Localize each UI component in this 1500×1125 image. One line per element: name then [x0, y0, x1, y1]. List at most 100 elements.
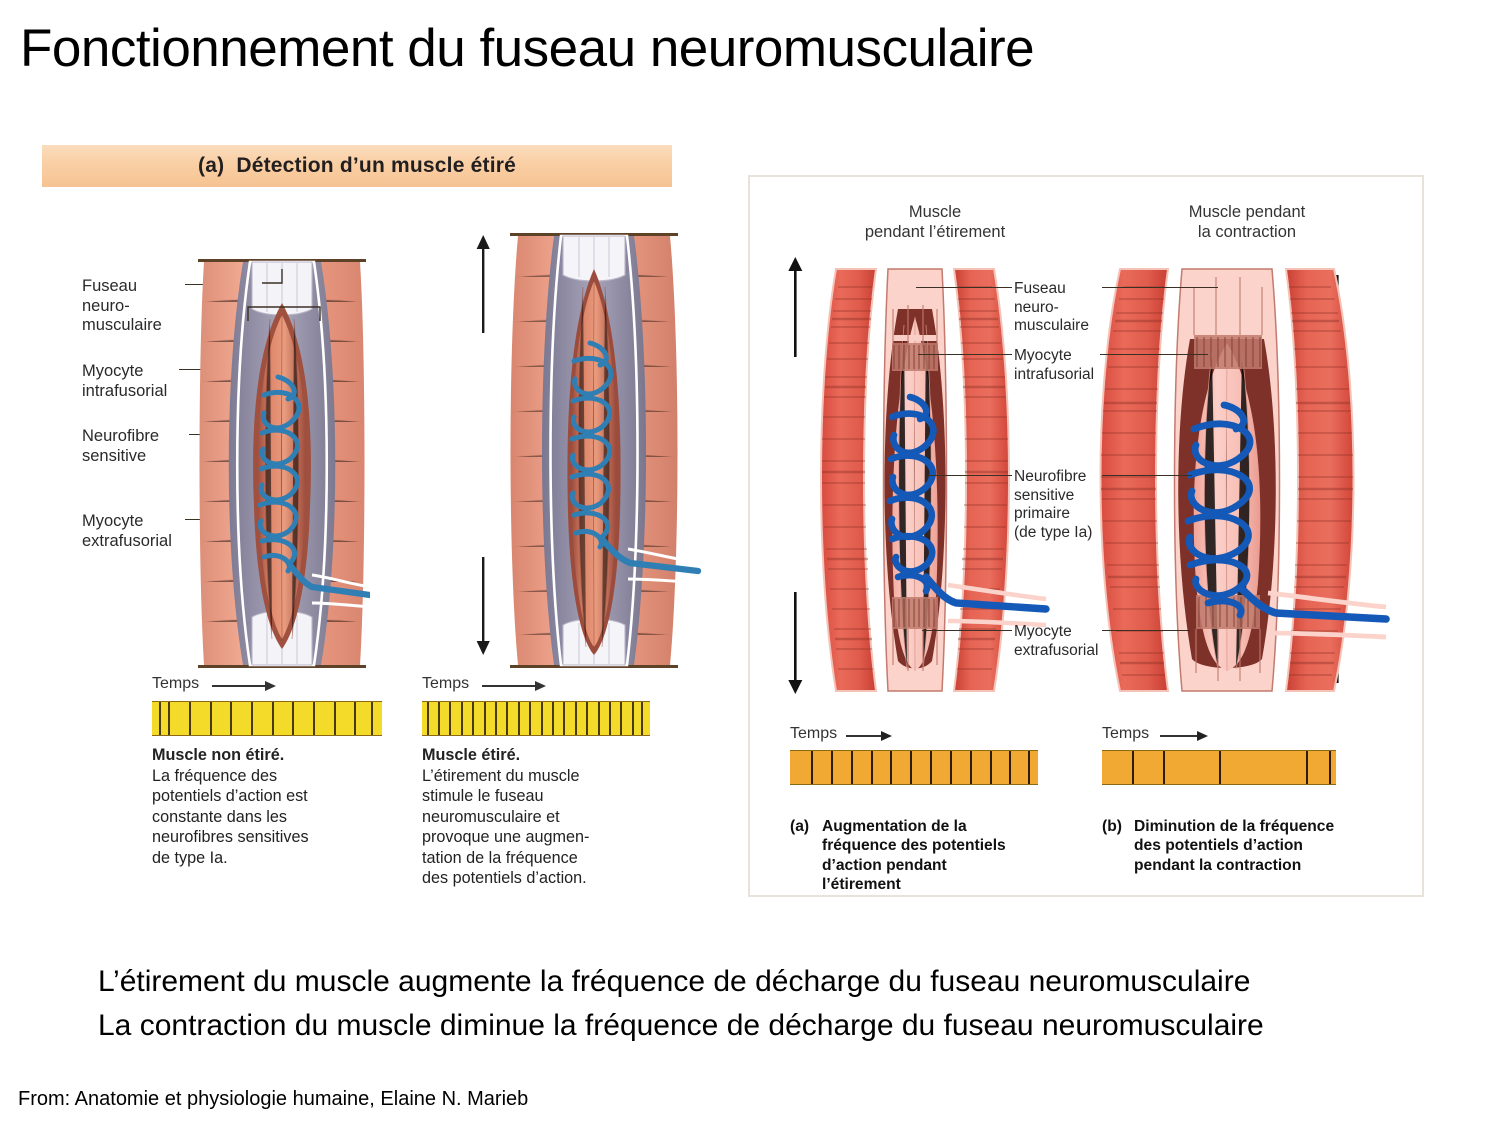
spike-line: [529, 702, 532, 735]
label-neurofibre-sensitive: Neurofibre sensitive: [82, 427, 160, 465]
rp-leader-myo-intra-left: [918, 354, 1012, 356]
spike-line: [1132, 751, 1135, 784]
spike-line: [930, 751, 933, 784]
spike-line: [597, 702, 600, 735]
rp-leader-fuseau-right: [1102, 287, 1218, 289]
spike-line: [472, 702, 475, 735]
figure-spindle-stretch: [780, 247, 1050, 707]
stretch-arrow-down: [476, 557, 490, 655]
rp-leader-fuseau-left: [916, 287, 1012, 289]
label-fuseau-neuromusculaire: Fuseau neuro- musculaire: [82, 277, 162, 334]
rp-time-arrow-shaft-b: [1160, 735, 1198, 737]
spike-line: [574, 702, 577, 735]
spindle-stretch-illustration: [788, 257, 1050, 694]
spike-line: [586, 702, 589, 735]
figure-muscle-stretched: [462, 227, 702, 675]
time-axis-label-1: Temps: [152, 675, 200, 692]
spike-line: [230, 702, 233, 735]
rp-time-arrow-head-b: [1197, 731, 1208, 741]
spike-line: [209, 702, 212, 735]
caption-body-1: La fréquence des potentiels d’action est…: [152, 766, 309, 867]
spike-line: [158, 702, 161, 735]
spike-line: [910, 751, 913, 784]
time-arrow-shaft-2: [482, 685, 536, 687]
source-citation: From: Anatomie et physiologie humaine, E…: [18, 1088, 529, 1110]
rp-label-neurofibre-sensitive-primaire: Neurofibre sensitive primaire (de type I…: [1014, 468, 1093, 541]
spike-line: [631, 702, 634, 735]
spike-line: [313, 702, 315, 735]
spike-line: [949, 751, 952, 784]
spike-line: [620, 702, 623, 735]
spike-line: [969, 751, 972, 784]
banner-prefix: (a): [198, 154, 225, 177]
left-panel-banner: (a) Détection d’un muscle étiré: [42, 145, 672, 187]
spike-line: [1028, 751, 1031, 784]
caption-title-1: Muscle non étiré.: [152, 746, 285, 764]
caption-title-2: Muscle étiré.: [422, 746, 521, 764]
caption-prefix-a: (a): [790, 818, 810, 835]
caption-muscle-non-etire: Muscle non étiré. La fréquence des poten…: [152, 745, 374, 868]
stretch-arrow-down-right-panel: [788, 592, 803, 694]
spike-bar-diminution: [1102, 750, 1336, 785]
spike-line: [890, 751, 893, 784]
caption-augmentation: (a) Augmentation de la fréquence des pot…: [790, 817, 1070, 895]
conclusion-line-1: L’étirement du muscle augmente la fréque…: [98, 965, 1251, 998]
spike-line: [811, 751, 814, 784]
rp-label-myocyte-intrafusorial: Myocyte intrafusorial: [1014, 347, 1095, 383]
caption-prefix-b: (b): [1102, 818, 1122, 835]
spike-line: [1219, 751, 1221, 784]
banner-text: (a) Détection d’un muscle étiré: [198, 154, 516, 178]
spike-line: [271, 702, 274, 735]
spike-line: [250, 702, 253, 735]
rp-leader-myo-intra-right: [1100, 354, 1208, 356]
time-arrow-head-2: [535, 681, 546, 691]
rp-leader-myo-extra-left: [922, 630, 1012, 632]
stretch-arrow-up-right-panel: [788, 257, 803, 357]
time-arrow-head-1: [265, 681, 276, 691]
spike-line: [168, 702, 171, 735]
time-axis-label-2: Temps: [422, 675, 470, 692]
spike-line: [517, 702, 520, 735]
spike-line: [437, 702, 440, 735]
spike-line: [460, 702, 463, 735]
spike-line: [870, 751, 873, 784]
rp-time-arrow-head-a: [881, 731, 892, 741]
left-panel: (a) Détection d’un muscle étiré Fuseau n…: [42, 145, 702, 905]
rp-time-label-a: Temps: [790, 725, 838, 742]
spike-bar-non-etire: [152, 701, 382, 736]
rp-label-myocyte-extrafusorial: Myocyte extrafusorial: [1014, 623, 1099, 659]
spike-line: [333, 702, 336, 735]
spike-line: [188, 702, 191, 735]
spike-line: [1328, 751, 1331, 784]
time-arrow-shaft-1: [212, 685, 266, 687]
spike-bar-augmentation: [790, 750, 1038, 785]
spike-line: [354, 702, 357, 735]
muscle-relaxed-illustration: [198, 259, 370, 668]
rp-time-arrow-shaft-a: [846, 735, 882, 737]
caption-muscle-etire: Muscle étiré. L’étirement du muscle stim…: [422, 745, 652, 889]
spike-line: [830, 751, 833, 784]
spike-line: [850, 751, 853, 784]
conclusion-line-2: La contraction du muscle diminue la fréq…: [98, 1009, 1264, 1042]
spike-line: [292, 702, 295, 735]
spike-line: [563, 702, 566, 735]
spike-line: [640, 702, 643, 735]
rp-label-fuseau-neuromusculaire: Fuseau neuro- musculaire: [1014, 280, 1089, 334]
caption-diminution: (b) Diminution de la fréquence des poten…: [1102, 817, 1394, 875]
right-panel: Muscle pendant l’étirement Muscle pendan…: [748, 175, 1424, 897]
figure-muscle-relaxed: [194, 257, 370, 672]
spike-bar-etire: [422, 701, 650, 736]
spindle-contraction-illustration: [1099, 268, 1390, 692]
heading-muscle-pendant-etirement: Muscle pendant l’étirement: [864, 203, 1006, 241]
spike-line: [370, 702, 373, 735]
caption-text-b: Diminution de la fréquence des potentiel…: [1134, 817, 1335, 874]
rp-leader-myo-extra-right: [1102, 630, 1190, 632]
stretch-arrow-up: [476, 235, 490, 333]
page-title: Fonctionnement du fuseau neuromusculaire: [20, 19, 1035, 78]
spike-line: [494, 702, 497, 735]
spike-line: [483, 702, 486, 735]
spike-line: [989, 751, 992, 784]
label-myocyte-intrafusorial: Myocyte intrafusorial: [82, 362, 168, 400]
spike-line: [449, 702, 452, 735]
